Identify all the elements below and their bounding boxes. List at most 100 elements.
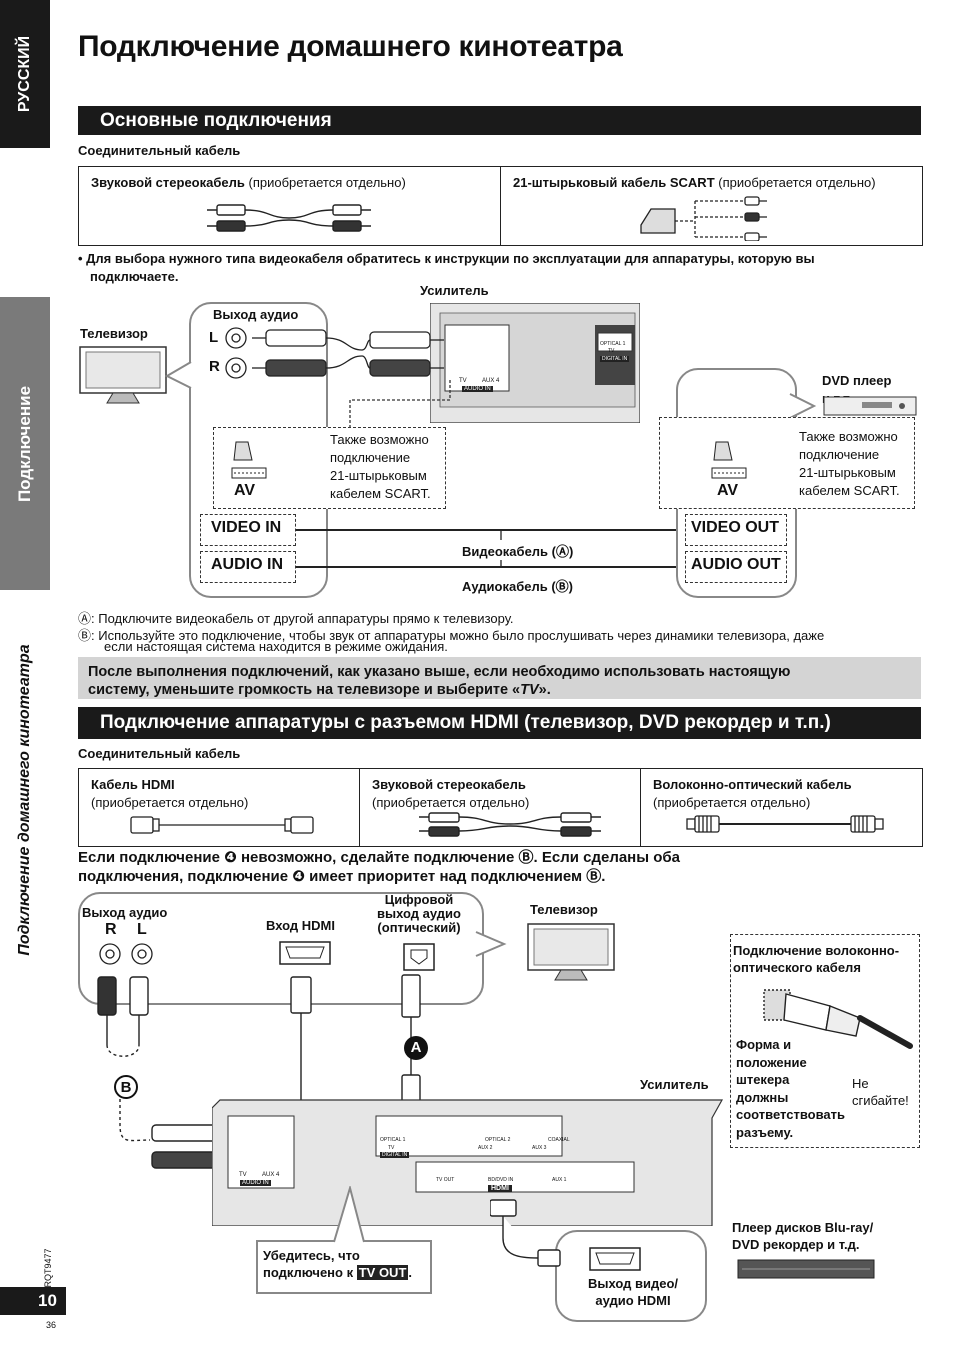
cable-name: Звуковой стереокабель bbox=[372, 777, 526, 792]
language-tab: РУССКИЙ bbox=[0, 0, 50, 148]
label-line: (оптический) bbox=[377, 920, 461, 935]
priority-line: Если подключение ❹ невозможно, сделайте … bbox=[78, 849, 680, 866]
r-label: R bbox=[209, 358, 220, 375]
note-line: сгибайте! bbox=[852, 1093, 909, 1108]
amp2-panel-optical2: OPTICAL 2 bbox=[485, 1137, 511, 1143]
marker-b-label: B bbox=[120, 1079, 132, 1096]
hdmi-out-port-icon bbox=[589, 1247, 641, 1271]
cable-cell-optical: Волоконно-оптический кабель (приобретает… bbox=[641, 769, 922, 846]
amp2-panel-aux1: AUX 1 bbox=[552, 1177, 567, 1183]
stereo-cable-icon bbox=[207, 204, 371, 232]
amp2-panel-hdmi: HDMI bbox=[488, 1185, 512, 1192]
grey-note: После выполнения подключений, как указан… bbox=[78, 657, 921, 699]
video-audio-cables bbox=[296, 529, 686, 568]
amplifier-label: Усилитель bbox=[420, 283, 489, 298]
amp-panel-optical1: OPTICAL 1 bbox=[600, 341, 626, 347]
amp2-panel-tv: TV bbox=[239, 1172, 247, 1178]
amp2-panel-tv2: TV bbox=[388, 1145, 395, 1151]
marker-a: A bbox=[404, 1036, 428, 1060]
amp2-panel-tvout: TV OUT bbox=[436, 1177, 455, 1183]
cable-note: (приобретается отдельно) bbox=[372, 795, 530, 810]
note-line: кабелем SCART. bbox=[799, 483, 900, 498]
section1-cable-table: Звуковой стереокабель (приобретается отд… bbox=[78, 166, 923, 246]
tv-label: Телевизор bbox=[80, 326, 148, 341]
amp-panel-audio-in: AUDIO IN bbox=[462, 386, 493, 392]
amp2-panel-bddvd: BD/DVD IN bbox=[488, 1177, 514, 1183]
video-out-label: VIDEO OUT bbox=[691, 519, 780, 536]
dashed-link bbox=[349, 380, 451, 428]
cable-note: (приобретается отдельно) bbox=[91, 795, 249, 810]
note-line: 21-штырьковым bbox=[799, 465, 896, 480]
scart-cable-icon bbox=[640, 196, 767, 241]
rca-jacks-2 bbox=[99, 943, 153, 965]
ensure-box-pointer bbox=[333, 1186, 365, 1243]
label-line: оптического кабеля bbox=[733, 960, 861, 975]
amp-panel-aux4: AUX 4 bbox=[482, 378, 500, 384]
video-out-box bbox=[685, 514, 787, 546]
audio-out-port-label: AUDIO OUT bbox=[691, 556, 781, 573]
amp2-panel-aux4: AUX 4 bbox=[262, 1172, 280, 1178]
optical-hint-title: Подключение волоконно- оптического кабел… bbox=[733, 942, 899, 976]
stereo-cable-icon-2 bbox=[419, 812, 601, 837]
note-line: положение bbox=[736, 1054, 807, 1070]
marker-b: B bbox=[114, 1075, 138, 1099]
amplifier-back-panel bbox=[430, 303, 640, 423]
bubble-pointer bbox=[165, 361, 192, 389]
grey-note-line2: систему, уменьшите громкость на телевизо… bbox=[88, 681, 911, 699]
page-number: 10 bbox=[38, 1291, 57, 1310]
cable-name: Звуковой стереокабель bbox=[91, 175, 245, 190]
ensure-line: Убедитесь, что bbox=[263, 1248, 360, 1263]
chapter-sidebar: Подключение домашнего кинотеатра bbox=[0, 600, 50, 1000]
scart-note-left: Также возможно подключение 21-штырьковым… bbox=[330, 431, 431, 503]
amp2-panel-aux3: AUX 3 bbox=[532, 1145, 547, 1151]
label-line: Цифровой bbox=[384, 892, 454, 907]
amp2-panel-audio-in: AUDIO IN bbox=[240, 1180, 271, 1186]
section2-heading-bar: Подключение аппаратуры с разъемом HDMI (… bbox=[78, 707, 921, 739]
cable-note: (приобретается отдельно) bbox=[653, 795, 811, 810]
section2-heading: Подключение аппаратуры с разъемом HDMI (… bbox=[100, 712, 831, 733]
label-line: Плеер дисков Blu-ray/ bbox=[732, 1220, 874, 1235]
label-line: DVD рекордер и т.д. bbox=[732, 1237, 860, 1252]
note-b-line1: Ⓑ: Используйте это подключение, чтобы зв… bbox=[78, 628, 825, 643]
no-bend-note: Не сгибайте! bbox=[852, 1075, 909, 1109]
audio-out-label-2: Выход аудио bbox=[82, 905, 168, 920]
dvd-bubble-pointer bbox=[789, 393, 817, 419]
label-line: аудио HDMI bbox=[595, 1293, 671, 1308]
section1-cable-label: Соединительный кабель bbox=[78, 143, 241, 158]
note-a: Ⓐ: Подключите видеокабель от другой аппа… bbox=[78, 611, 514, 626]
r-label-2: R bbox=[105, 921, 117, 938]
av-label-right: AV bbox=[717, 482, 739, 499]
cable-name: 21-штырьковый кабель SCART bbox=[513, 175, 715, 190]
av-label-left: AV bbox=[234, 482, 256, 499]
section1-heading-bar: Основные подключения bbox=[78, 106, 921, 135]
hdmi-port-icon bbox=[279, 941, 331, 965]
amp-panel-tv: TV bbox=[459, 378, 467, 384]
optical-shape-note: Форма и положение штекера должны соответ… bbox=[736, 1036, 845, 1141]
note-line: подключение bbox=[799, 447, 880, 462]
audio-in-box bbox=[200, 551, 296, 583]
hdmi-cable-icon bbox=[130, 816, 314, 834]
label-line: Подключение волоконно- bbox=[733, 943, 900, 958]
tv-icon-2 bbox=[527, 923, 615, 981]
section-tab-label: Подключение bbox=[15, 385, 34, 502]
l-label-2: L bbox=[137, 921, 147, 938]
priority-line: подключения, подключение ❹ имеет приорит… bbox=[78, 868, 606, 885]
page-title: Подключение домашнего кинотеатра bbox=[78, 30, 623, 63]
scart-icon-left bbox=[231, 441, 267, 479]
cable-name: Кабель HDMI bbox=[91, 777, 175, 792]
amp2-panel-coaxial: COAXIAL bbox=[548, 1137, 570, 1143]
grey-note-tv: TV bbox=[520, 682, 539, 698]
ensure-text: Убедитесь, что подключено к TV OUT. bbox=[263, 1247, 412, 1281]
language-tab-label: РУССКИЙ bbox=[16, 35, 33, 113]
page-sub-number: 36 bbox=[46, 1320, 57, 1330]
audio-cable-label: Аудиокабель (Ⓑ) bbox=[462, 579, 573, 594]
tv-ports-bubble-pointer bbox=[475, 931, 507, 957]
note-line: кабелем SCART. bbox=[330, 486, 431, 501]
doc-code-label: RQT9477 bbox=[43, 1248, 53, 1288]
amplifier-back-panel-2 bbox=[212, 1099, 724, 1226]
digital-out-label: Цифровой выход аудио (оптический) bbox=[370, 893, 468, 935]
amp2-panel-digital-in: DIGITAL IN bbox=[380, 1152, 410, 1158]
cable-cell-scart: 21-штырьковый кабель SCART (приобретаетс… bbox=[501, 167, 922, 245]
ensure-end: . bbox=[408, 1265, 413, 1280]
dvd-label: DVD плеер bbox=[822, 373, 892, 388]
